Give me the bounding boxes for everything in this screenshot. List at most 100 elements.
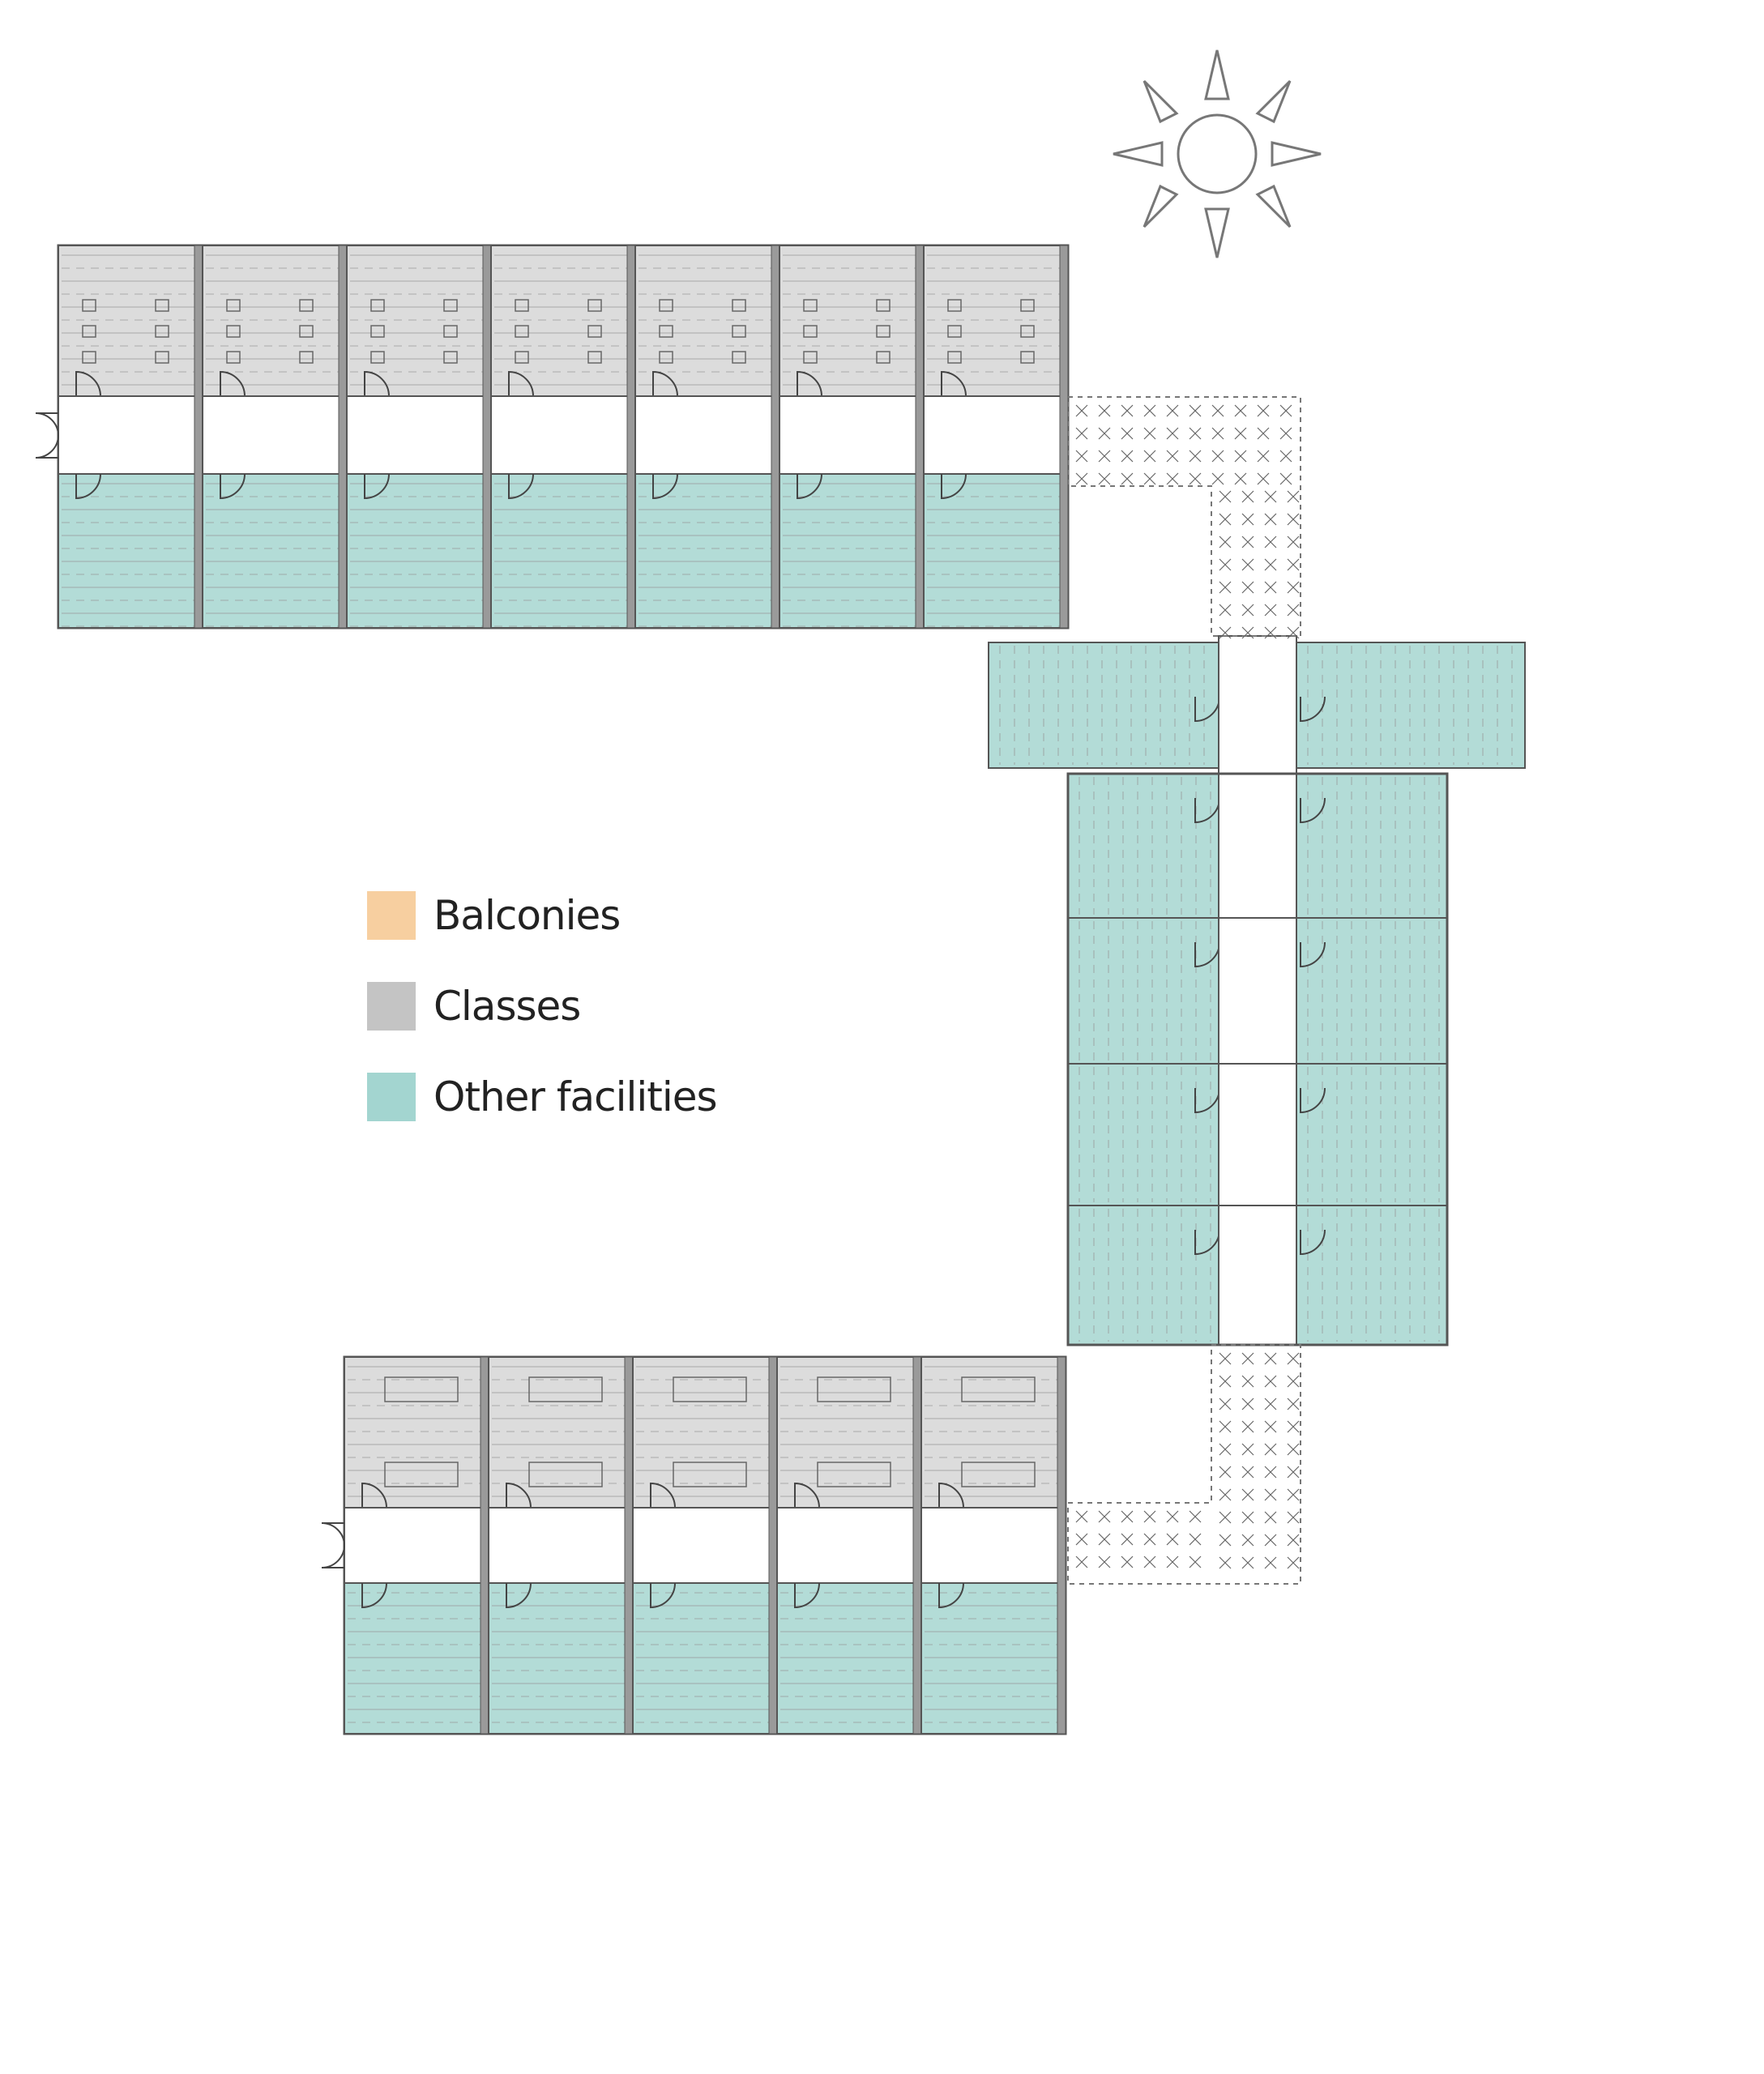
paving-mark [1287,1534,1300,1547]
paving-mark [1143,450,1156,463]
paving-mark [1234,450,1247,463]
paving-mark [1241,604,1254,617]
corridor [58,395,203,475]
desk [82,299,96,312]
bed [673,1376,747,1402]
paving-mark [1121,427,1134,440]
desk [443,299,458,312]
paving-mark [1241,1511,1254,1524]
desk [226,325,241,338]
paving-mark [1166,427,1179,440]
paving-mark [1121,450,1134,463]
bed [961,1462,1036,1487]
classroom [488,1356,634,1509]
paving-mark [1098,1556,1111,1568]
door [364,473,390,500]
door [364,370,390,397]
paving-mark [1219,1466,1232,1479]
paving-mark [1241,1398,1254,1410]
paving-mark [1075,404,1088,417]
desk [299,351,314,364]
door [652,370,678,397]
paving-mark [1264,626,1277,639]
paving-mark [1264,490,1277,503]
door [797,473,822,500]
desk [515,325,529,338]
desk [587,299,602,312]
paving-mark [1166,1533,1179,1546]
corridor [776,1507,922,1584]
paving-mark [1264,513,1277,526]
corridor [920,1507,1066,1584]
module-joint [624,1356,634,1735]
paving-mark [1211,450,1224,463]
legend-swatch-other-facilities [367,1073,416,1121]
door [1300,1229,1326,1256]
paving-mark [1219,1556,1232,1569]
paving-mark [1219,604,1232,617]
wing-east [988,635,1526,1346]
classroom [634,245,780,397]
paving-mark [1219,558,1232,571]
corridor [923,395,1069,475]
desk [947,325,962,338]
paving-mark [1121,472,1134,485]
paving-mark [1211,472,1224,485]
facility-room [202,473,348,629]
paving-mark [1241,1534,1254,1547]
legend-item-other-facilities: Other facilities [367,1073,718,1121]
paving-mark [1264,1352,1277,1365]
module-joint [626,245,636,629]
facility-room [1067,917,1219,1065]
bed [817,1376,891,1402]
paving-mark [1257,472,1270,485]
paving-mark [1121,1510,1134,1523]
paving-mark [1287,1398,1300,1410]
paving-mark [1241,581,1254,594]
door [508,370,534,397]
paving-mark [1219,1352,1232,1365]
door [650,1482,676,1509]
corridor [488,1507,634,1584]
paving-mark [1189,450,1202,463]
paving-mark [1143,1533,1156,1546]
paving-mark [1241,536,1254,548]
paving-mark [1257,404,1270,417]
facility-room [634,473,780,629]
facility-room [1067,773,1219,919]
bed [528,1376,603,1402]
paving-mark [1279,427,1292,440]
door [1300,797,1326,824]
entry-door [321,1522,345,1546]
desk [515,351,529,364]
paving-mark [1219,1511,1232,1524]
desk [82,325,96,338]
corridor [202,395,348,475]
legend-item-classes: Classes [367,982,717,1031]
facility-room [490,473,636,629]
door [941,370,967,397]
classroom [920,1356,1066,1509]
door [361,1482,387,1509]
door [75,370,101,397]
paving-mark [1098,472,1111,485]
door [506,1482,532,1509]
paving-mark [1143,427,1156,440]
paving-mark [1287,1420,1300,1433]
door [1300,1087,1326,1114]
paving-mark [1219,1443,1232,1456]
paving-mark [1189,472,1202,485]
paving-mark [1264,1466,1277,1479]
corridor [1218,917,1297,1065]
paving-mark [1264,604,1277,617]
corridor [1218,1063,1297,1206]
desk [732,351,746,364]
paving-mark [1264,1375,1277,1388]
paving-mark [1211,404,1224,417]
paving-mark [1189,404,1202,417]
module-joint [768,1356,778,1735]
paving-mark [1166,450,1179,463]
desk [82,351,96,364]
paving-mark [1219,1398,1232,1410]
paving-mark [1219,626,1232,639]
